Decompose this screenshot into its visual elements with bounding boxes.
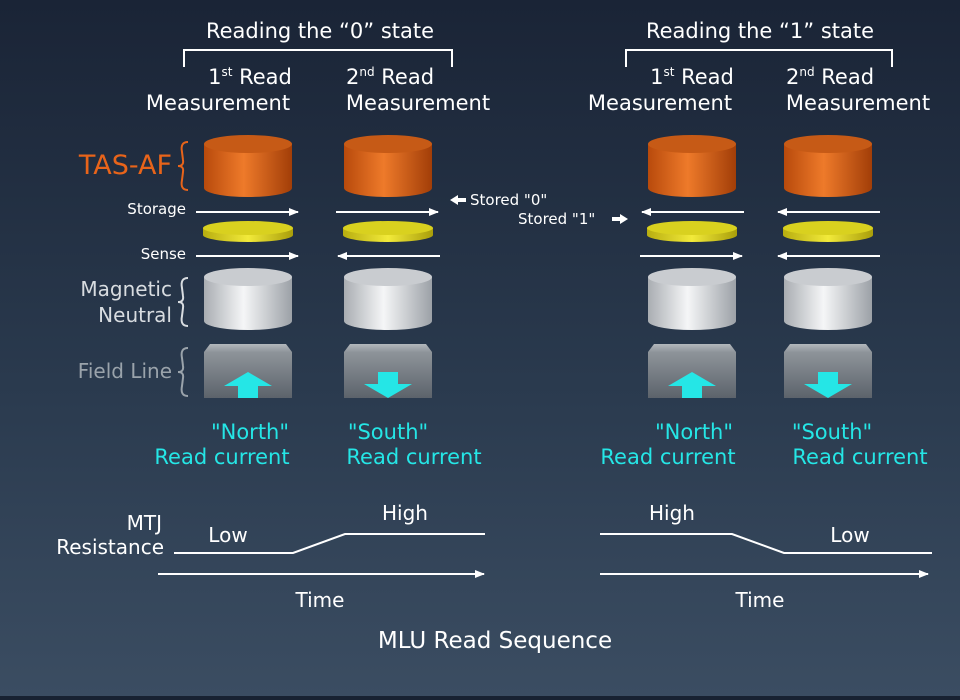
svg-text:Measurement: Measurement: [346, 91, 490, 115]
south-current-arrow-icon: [804, 372, 852, 398]
res-low-p0: Low: [208, 523, 247, 547]
diagram-title: MLU Read Sequence: [378, 628, 612, 654]
tas-af-layer: [344, 135, 432, 197]
svg-text:1st Read: 1st Read: [650, 65, 734, 89]
resistance-trace-p1: High Low: [600, 501, 932, 554]
tas-af-layer: [204, 135, 292, 197]
col-heading-p1-c1: 1st Read Measurement: [588, 65, 734, 115]
bracket-reading-0: [183, 49, 453, 67]
stored-1-label: Stored "1": [518, 210, 628, 228]
magnetic-neutral-layer: [344, 268, 432, 330]
north-current-arrow-icon: [224, 372, 272, 398]
svg-text:Time: Time: [735, 588, 785, 612]
svg-text:Read current: Read current: [154, 445, 289, 469]
svg-text:Measurement: Measurement: [146, 91, 290, 115]
sense-layer: [783, 221, 873, 242]
read-current-p1-c1: "North" Read current: [600, 420, 735, 469]
svg-text:2nd Read: 2nd Read: [786, 65, 874, 89]
label-sense: Sense: [141, 245, 186, 263]
brace-field-line: [177, 347, 189, 397]
svg-text:Stored "1": Stored "1": [518, 210, 595, 228]
svg-text:Stored "0": Stored "0": [470, 191, 547, 209]
sense-layer: [203, 221, 293, 242]
sense-layer: [647, 221, 737, 242]
tas-af-layer: [648, 135, 736, 197]
field-line-block: [648, 344, 736, 398]
field-line-block: [784, 344, 872, 398]
time-axis-p1: Time: [600, 570, 929, 612]
svg-text:1st Read: 1st Read: [208, 65, 292, 89]
label-neutral: Neutral: [98, 303, 172, 327]
bracket-reading-1: [625, 49, 893, 67]
brace-magnetic: [177, 277, 189, 327]
svg-text:Read current: Read current: [600, 445, 735, 469]
svg-text:"North": "North": [655, 420, 733, 444]
read-current-p0-c2: "South" Read current: [346, 420, 481, 469]
tas-af-layer: [784, 135, 872, 197]
svg-text:"South": "South": [792, 420, 872, 444]
resistance-trace-p0: Low High: [174, 501, 485, 554]
stack-p0-c2: [336, 135, 440, 398]
svg-text:"South": "South": [348, 420, 428, 444]
stack-p1-c1: [640, 135, 744, 398]
field-line-block: [204, 344, 292, 398]
field-line-block: [344, 344, 432, 398]
stack-p1-c2: [777, 135, 880, 398]
svg-text:Time: Time: [295, 588, 345, 612]
label-field-line: Field Line: [78, 359, 172, 383]
magnetic-neutral-layer: [204, 268, 292, 330]
heading-reading-1: Reading the “1” state: [646, 19, 874, 43]
stored-0-label: Stored "0": [450, 191, 547, 209]
south-current-arrow-icon: [364, 372, 412, 398]
time-axis-p0: Time: [158, 570, 485, 612]
label-resistance: Resistance: [56, 535, 164, 559]
brace-tas-af: [177, 141, 189, 191]
label-magnetic: Magnetic: [80, 277, 172, 301]
label-storage: Storage: [127, 200, 186, 218]
res-high-p0: High: [382, 501, 428, 525]
svg-text:2nd Read: 2nd Read: [346, 65, 434, 89]
read-current-p1-c2: "South" Read current: [792, 420, 928, 469]
read-current-p0-c1: "North" Read current: [154, 420, 289, 469]
magnetic-neutral-layer: [648, 268, 736, 330]
stack-p0-c1: [196, 135, 299, 398]
label-tas-af: TAS-AF: [78, 150, 172, 181]
north-current-arrow-icon: [668, 372, 716, 398]
sense-layer: [343, 221, 433, 242]
heading-reading-0: Reading the “0” state: [206, 19, 434, 43]
label-mtj: MTJ: [127, 511, 162, 535]
svg-text:Read current: Read current: [346, 445, 481, 469]
svg-text:Read current: Read current: [792, 445, 927, 469]
svg-text:Measurement: Measurement: [786, 91, 930, 115]
res-low-p1: Low: [830, 523, 869, 547]
col-heading-p0-c2: 2nd Read Measurement: [346, 65, 490, 115]
svg-text:Measurement: Measurement: [588, 91, 732, 115]
col-heading-p0-c1: 1st Read Measurement: [146, 65, 292, 115]
svg-text:"North": "North": [211, 420, 289, 444]
col-heading-p1-c2: 2nd Read Measurement: [786, 65, 930, 115]
res-high-p1: High: [649, 501, 695, 525]
magnetic-neutral-layer: [784, 268, 872, 330]
